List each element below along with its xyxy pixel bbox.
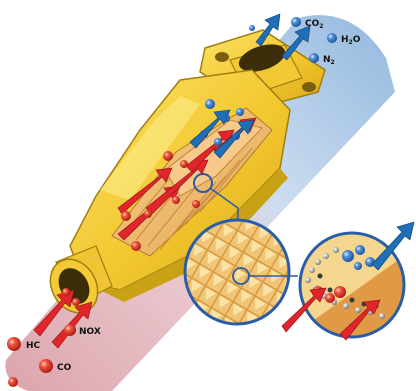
label-nox: NOX — [79, 327, 101, 337]
label-hc: HC — [26, 341, 41, 351]
label-co: CO — [57, 363, 72, 373]
